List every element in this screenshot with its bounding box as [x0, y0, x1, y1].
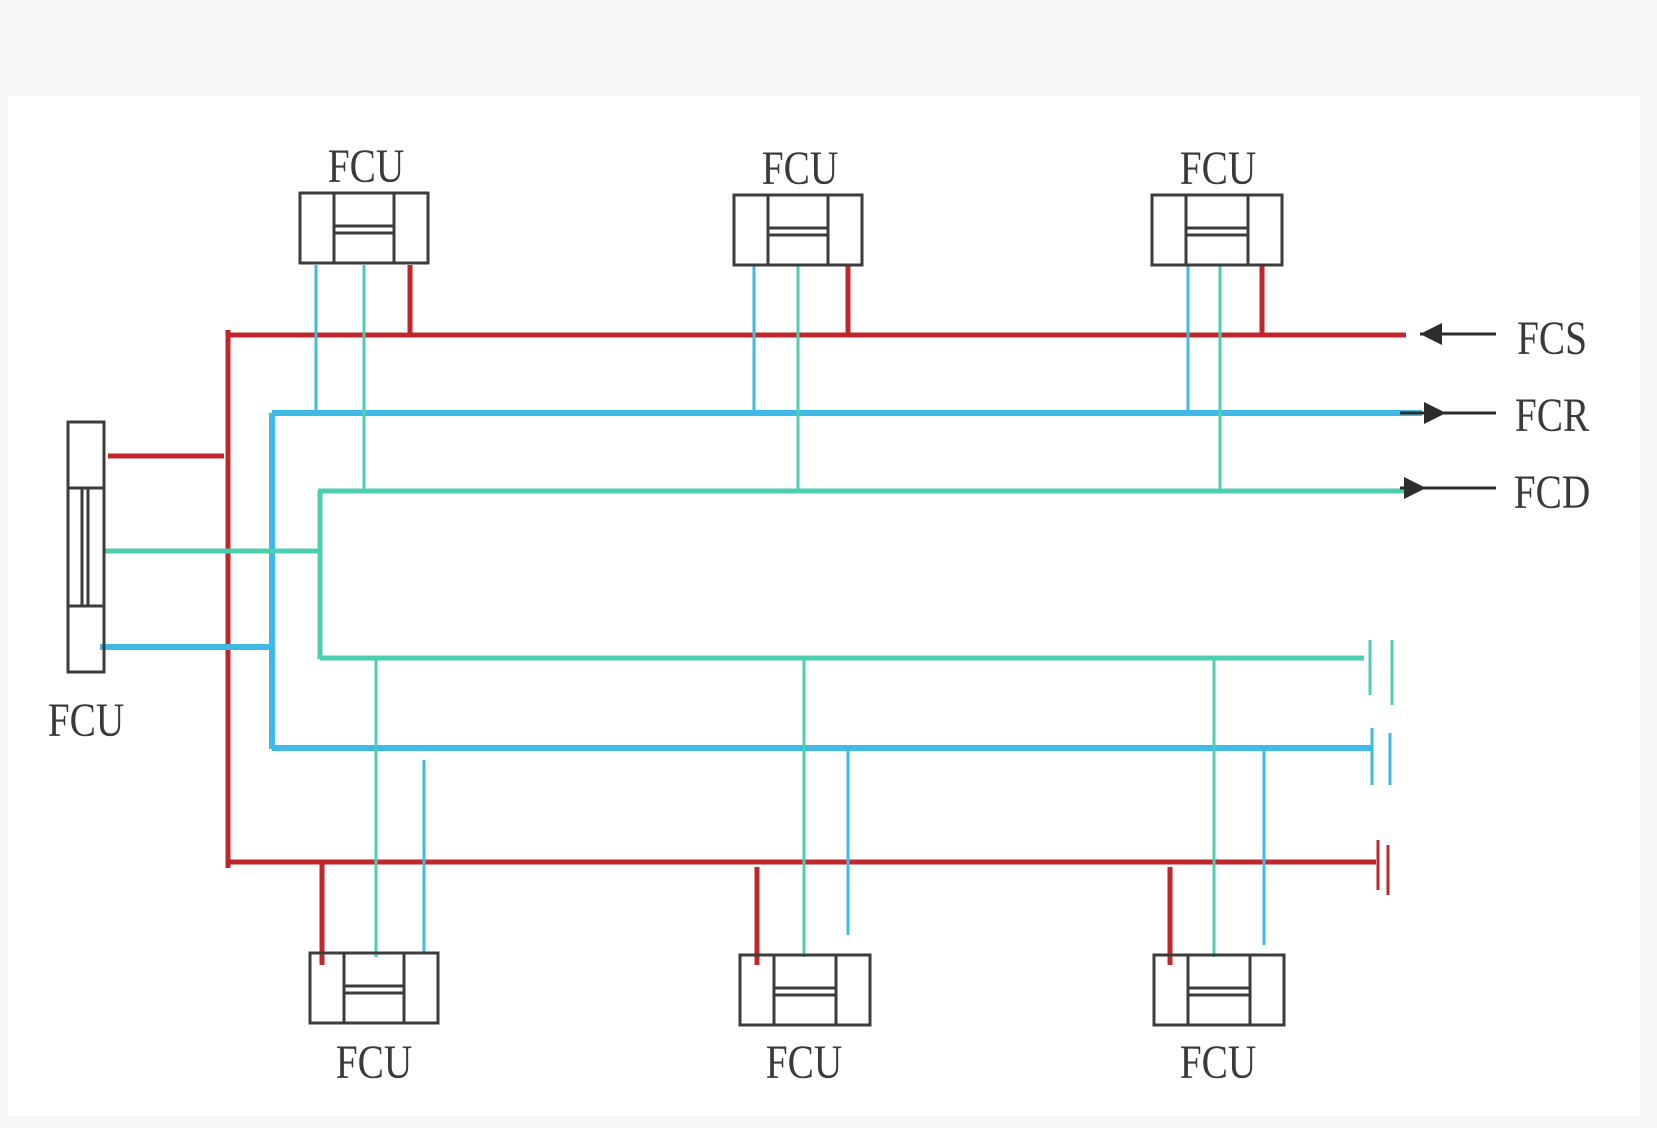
pipe-cap-icon — [1368, 640, 1394, 705]
fcu-label-bottom-right: FCU — [1180, 1036, 1257, 1088]
fcu-unit-top-right — [1150, 193, 1284, 267]
pipe-cap-icon — [1376, 840, 1390, 895]
fcu-unit-top-middle — [732, 193, 864, 267]
pipe-cap-icon — [1370, 728, 1392, 785]
header-label-fcr: FCR — [1515, 389, 1590, 441]
fcu-label-bottom-middle: FCU — [766, 1036, 843, 1088]
fcu-label-top-right: FCU — [1180, 142, 1257, 194]
fcu-unit-left — [66, 420, 106, 674]
fcu-unit-bottom-middle — [738, 953, 872, 1027]
fcu-unit-bottom-left — [308, 951, 440, 1025]
fcu-label-top-left: FCU — [328, 140, 405, 192]
drain-pipe-network — [104, 265, 1406, 957]
return-pipe-network — [100, 265, 1422, 953]
supply-pipe-network — [108, 265, 1406, 965]
fcu-unit-bottom-right — [1152, 953, 1286, 1027]
arrow-right-icon — [1400, 402, 1496, 424]
fcu-label-top-middle: FCU — [762, 142, 839, 194]
fcu-label-bottom-left: FCU — [336, 1036, 413, 1088]
fcu-label-left: FCU — [48, 694, 125, 746]
header-label-fcs: FCS — [1517, 312, 1587, 364]
arrow-left-icon — [1420, 323, 1496, 345]
header-label-fcd: FCD — [1514, 466, 1591, 518]
fcu-unit-top-left — [298, 191, 430, 265]
arrow-right-icon — [1400, 477, 1496, 499]
